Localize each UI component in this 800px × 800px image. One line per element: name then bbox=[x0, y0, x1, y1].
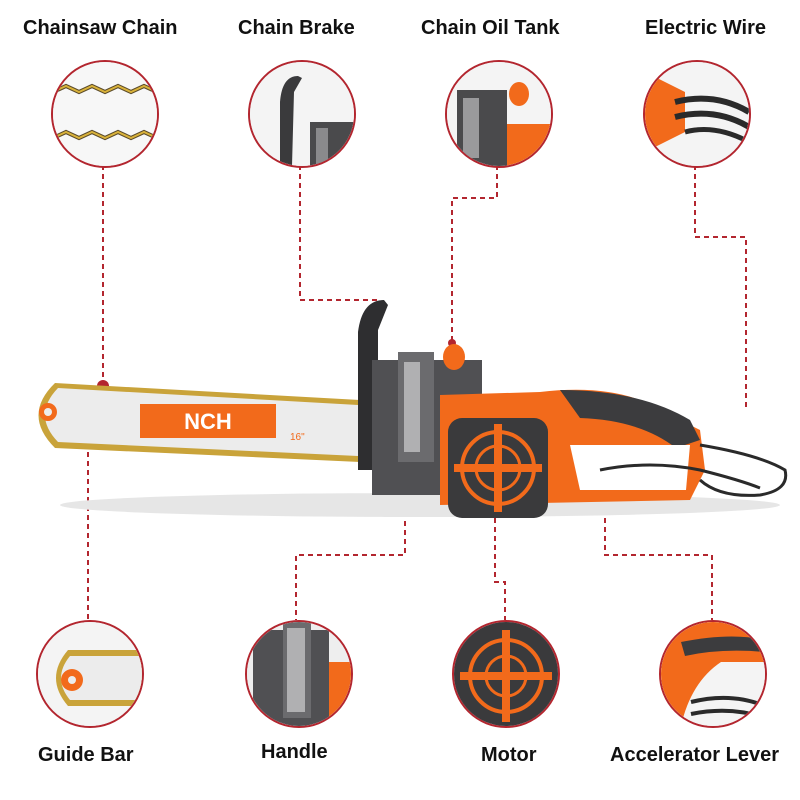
callout-guide-bar bbox=[36, 620, 144, 728]
label-guide-bar: Guide Bar bbox=[38, 744, 134, 766]
label-accelerator-lever: Accelerator Lever bbox=[610, 744, 779, 766]
leader-accelerator-lever bbox=[604, 500, 713, 620]
bar-brand-text: NCH bbox=[184, 409, 232, 434]
callout-accelerator-lever bbox=[659, 620, 767, 728]
accelerator-lever-detail-image bbox=[661, 622, 765, 726]
guide-bar-detail-image bbox=[38, 622, 142, 726]
power-cord-shape bbox=[599, 443, 788, 497]
motor-housing-shape bbox=[440, 389, 705, 518]
leader-chain-oil-tank bbox=[451, 165, 498, 342]
label-electric-wire: Electric Wire bbox=[645, 17, 766, 39]
label-handle: Handle bbox=[261, 741, 328, 763]
callout-handle bbox=[245, 620, 353, 728]
label-motor: Motor bbox=[481, 744, 537, 766]
callout-motor bbox=[452, 620, 560, 728]
callout-chain-oil-tank bbox=[445, 60, 553, 168]
guide-bar-shape: NCH 16" bbox=[38, 383, 360, 462]
label-chain-brake: Chain Brake bbox=[238, 17, 355, 39]
oil-tank-detail-image bbox=[447, 62, 551, 166]
leader-handle bbox=[295, 485, 406, 620]
handle-detail-image bbox=[247, 622, 351, 726]
electric-wire-detail-image bbox=[645, 62, 749, 166]
leader-motor bbox=[494, 500, 506, 620]
callout-chainsaw-chain bbox=[51, 60, 159, 168]
callout-chain-brake bbox=[248, 60, 356, 168]
bar-size-text: 16" bbox=[290, 432, 305, 443]
label-chain-oil-tank: Chain Oil Tank bbox=[421, 17, 560, 39]
leader-electric-wire bbox=[694, 165, 747, 410]
motor-detail-image bbox=[454, 622, 558, 726]
chain-detail-image bbox=[53, 62, 157, 166]
callout-electric-wire bbox=[643, 60, 751, 168]
label-chainsaw-chain: Chainsaw Chain bbox=[23, 17, 178, 39]
